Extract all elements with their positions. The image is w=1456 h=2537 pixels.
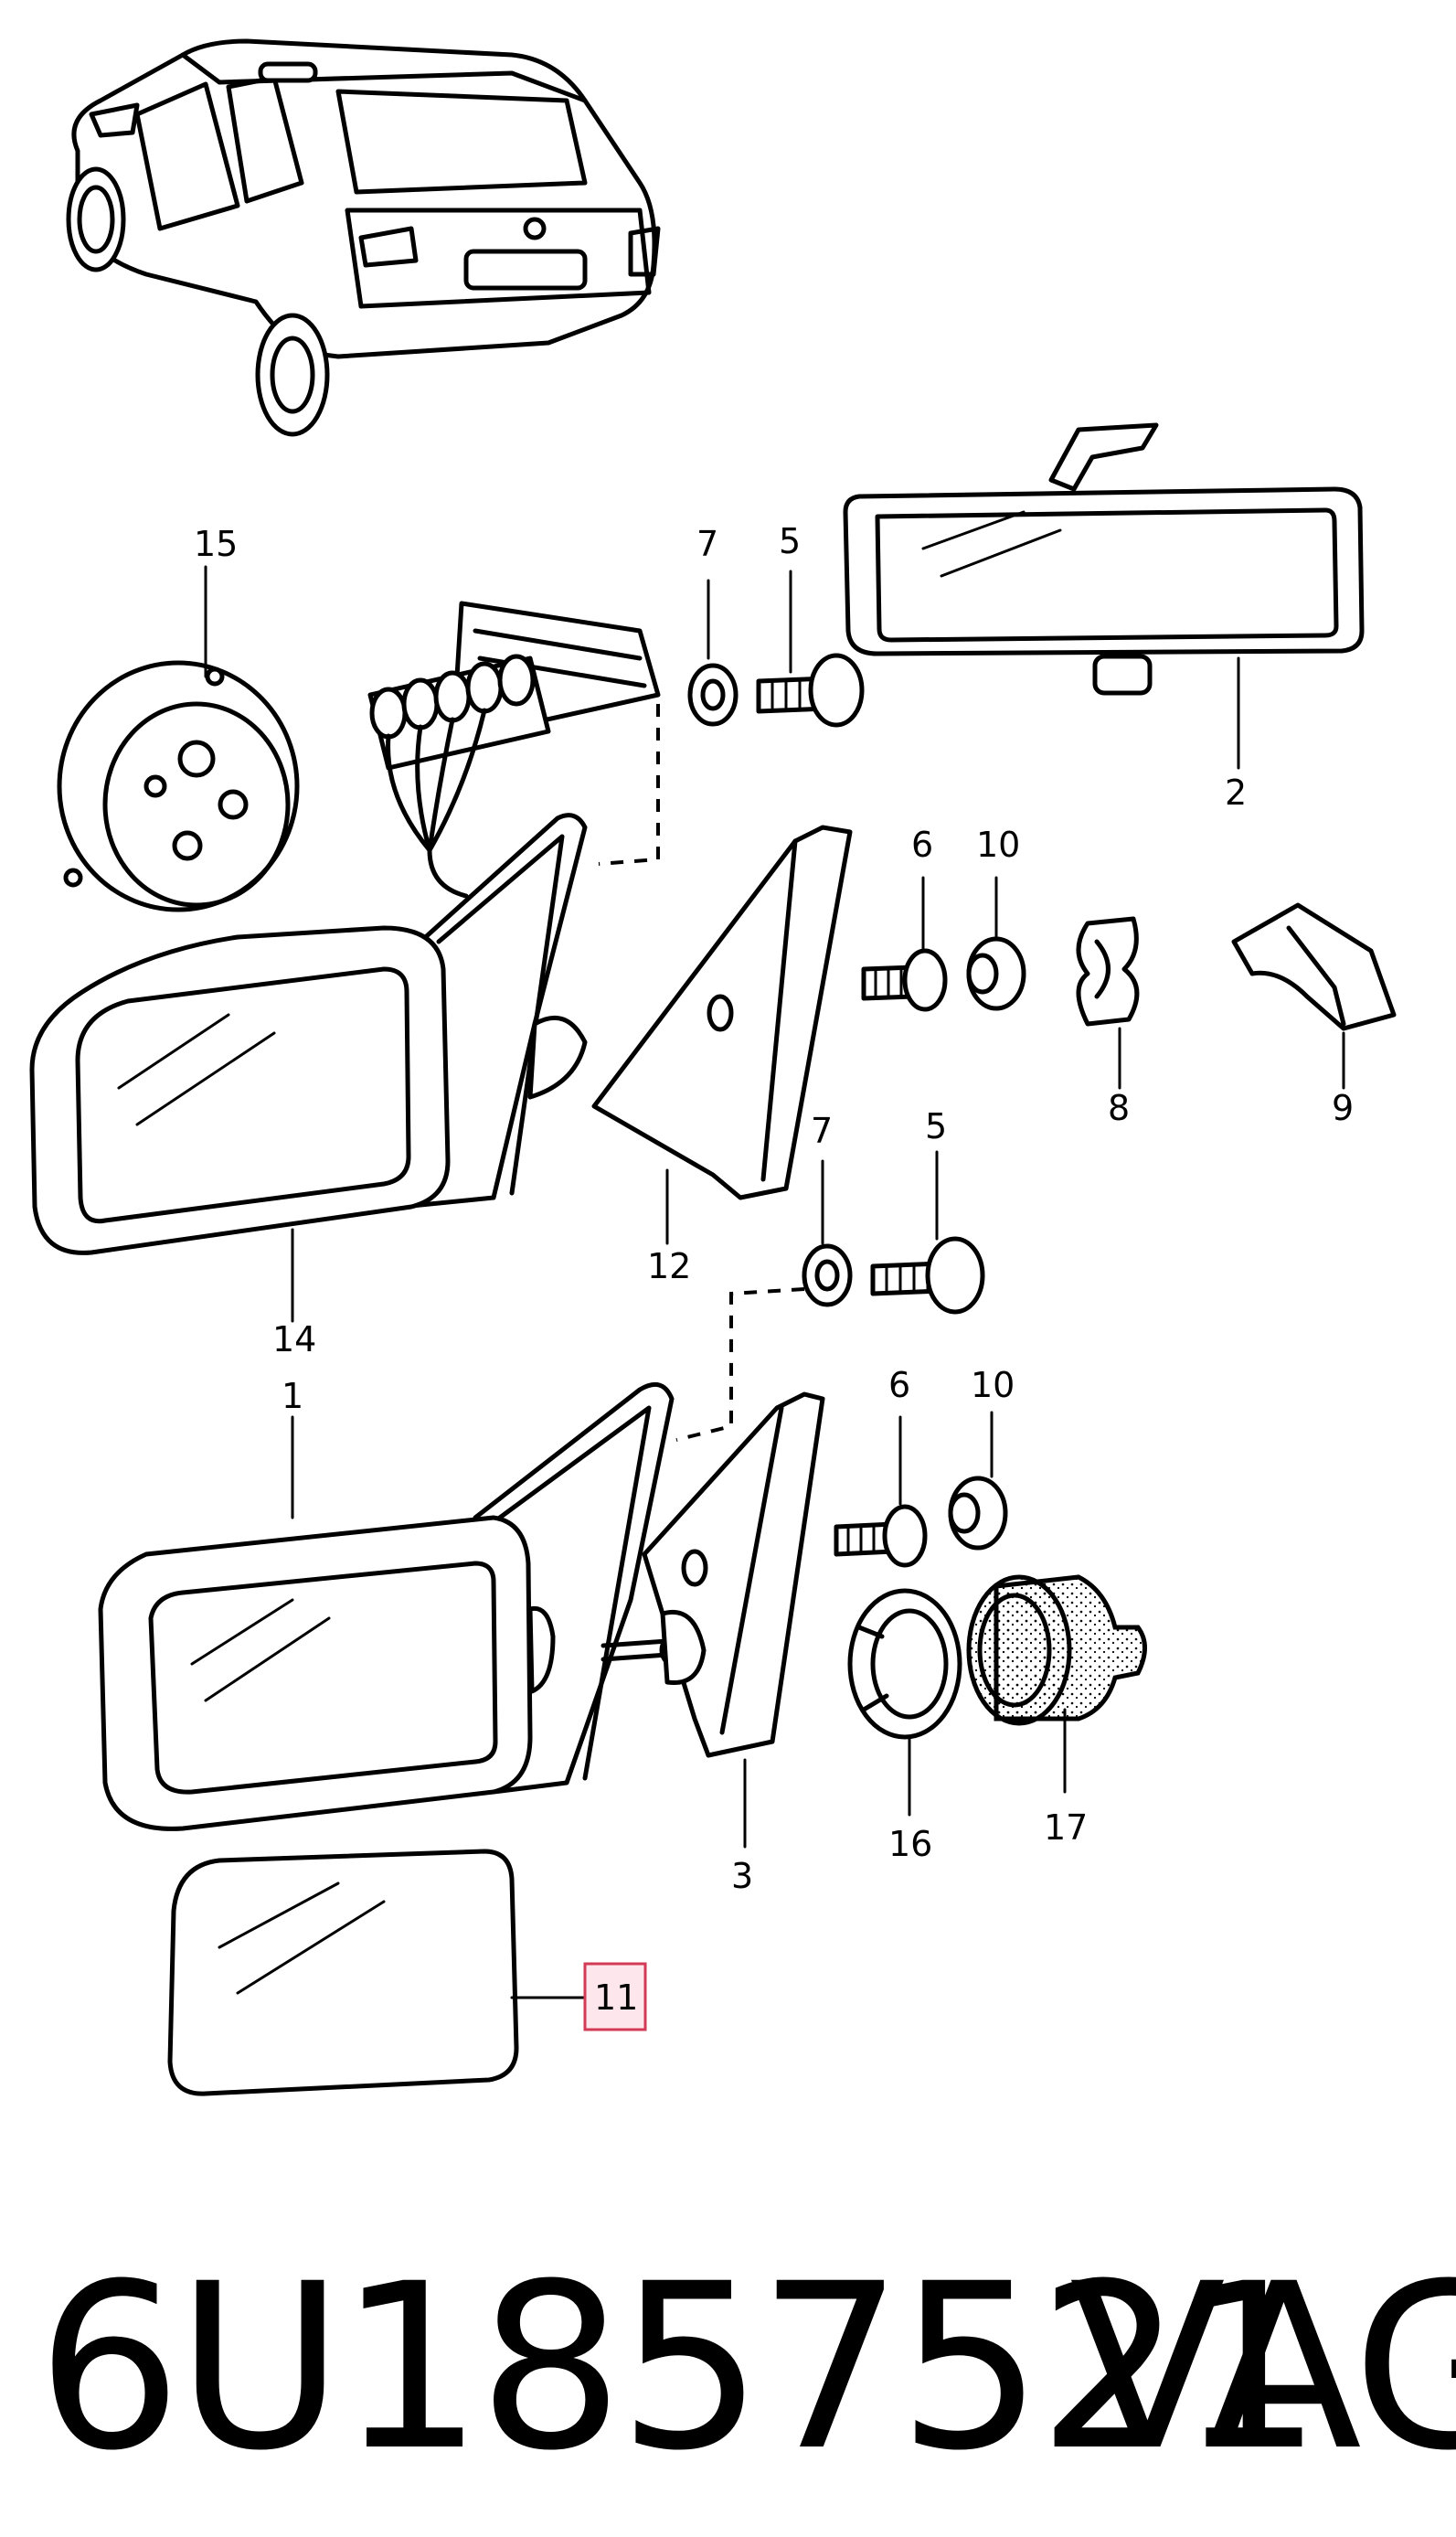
mirror-glass-part-11 — [167, 1849, 587, 2096]
washer-7-upper — [687, 579, 739, 727]
callout-7b: 7 — [811, 1111, 833, 1151]
callout-16: 16 — [888, 1824, 932, 1864]
interior-mirror-part-2 — [843, 422, 1365, 770]
clip-part-8 — [1076, 916, 1140, 1090]
callout-8: 8 — [1108, 1088, 1130, 1128]
footer: 6U1857521 VAG — [0, 2231, 1456, 2505]
callout-3: 3 — [731, 1856, 753, 1896]
exterior-mirror-part-1 — [98, 1381, 697, 1831]
callout-14: 14 — [272, 1319, 316, 1359]
exterior-mirror-part-14 — [29, 813, 588, 1323]
nut-10-lower — [948, 1411, 1008, 1551]
callout-5b: 5 — [925, 1106, 947, 1146]
nut-10-upper — [966, 876, 1026, 1011]
callout-10b: 10 — [971, 1365, 1015, 1405]
clip-part-9 — [1231, 902, 1397, 1090]
callout-labels: 15 7 5 2 6 10 8 9 14 12 7 5 1 6 10 3 16 … — [194, 521, 1354, 2031]
callout-17: 17 — [1044, 1807, 1088, 1848]
bolt-6-upper — [861, 876, 948, 1012]
callout-12: 12 — [647, 1246, 691, 1286]
bolt-5-lower — [675, 1150, 985, 1442]
callout-11-highlight — [583, 1962, 647, 2031]
callout-5a: 5 — [779, 521, 801, 561]
mirror-cover-part-12 — [591, 825, 853, 1245]
callout-7a: 7 — [696, 524, 718, 564]
washer-7-lower — [802, 1159, 853, 1307]
bracket-part-3 — [642, 1391, 825, 1849]
boot-part-17 — [966, 1574, 1147, 1794]
callout-6a: 6 — [911, 825, 933, 865]
callout-11: 11 — [594, 1977, 638, 2018]
callout-15: 15 — [194, 524, 238, 564]
callout-2: 2 — [1225, 773, 1247, 813]
bolt-5-upper — [756, 570, 865, 728]
callout-1: 1 — [282, 1376, 303, 1416]
callout-10a: 10 — [976, 825, 1020, 865]
mirror-motor-part-15 — [57, 565, 300, 912]
wiring-connector — [367, 601, 661, 899]
ring-part-16 — [847, 1588, 962, 1817]
bolt-6-lower — [834, 1415, 928, 1568]
callout-9: 9 — [1332, 1088, 1354, 1128]
car-illustration — [66, 38, 661, 437]
brand-name: VAG — [1069, 2234, 1456, 2500]
callout-6b: 6 — [888, 1365, 910, 1405]
part-number: 6U1857521 — [37, 2234, 1323, 2500]
